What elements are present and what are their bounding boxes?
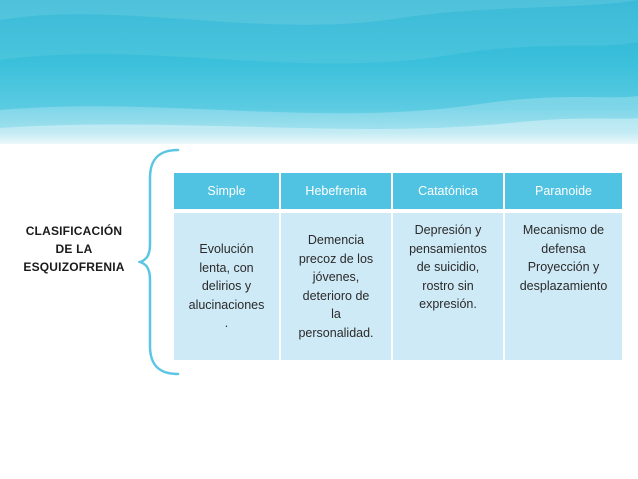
- classification-table: Simple Hebefrenia Catatónica Paranoide E…: [174, 173, 622, 360]
- table-header-row: Simple Hebefrenia Catatónica Paranoide: [174, 173, 622, 213]
- cell-hebefrenia: Demencia precoz de los jóvenes, deterior…: [281, 213, 393, 360]
- classification-title: CLASIFICACIÓN DE LA ESQUIZOFRENIA: [8, 222, 140, 276]
- cell-paranoide-text: Mecanismo de defensa Proyección y despla…: [519, 223, 608, 293]
- table-row: Evolución lenta, con delirios y alucinac…: [174, 213, 622, 360]
- header-simple: Simple: [174, 173, 281, 213]
- curly-brace-icon: [138, 148, 180, 376]
- cell-catatonica-text: Depresión y pensamientos de suicidio, ro…: [409, 223, 487, 311]
- header-catatonica: Catatónica: [393, 173, 505, 213]
- wave-decoration: [0, 0, 638, 144]
- title-line-3: ESQUIZOFRENIA: [23, 260, 125, 274]
- title-line-2: DE LA: [55, 242, 93, 256]
- title-line-1: CLASIFICACIÓN: [25, 224, 123, 238]
- header-band: [0, 0, 638, 144]
- header-hebefrenia: Hebefrenia: [281, 173, 393, 213]
- cell-simple-text: Evolución lenta, con delirios y alucinac…: [188, 242, 265, 331]
- cell-catatonica: Depresión y pensamientos de suicidio, ro…: [393, 213, 505, 360]
- header-paranoide: Paranoide: [505, 173, 622, 213]
- cell-simple: Evolución lenta, con delirios y alucinac…: [174, 213, 281, 360]
- cell-hebefrenia-text: Demencia precoz de los jóvenes, deterior…: [298, 233, 374, 340]
- cell-paranoide: Mecanismo de defensa Proyección y despla…: [505, 213, 622, 360]
